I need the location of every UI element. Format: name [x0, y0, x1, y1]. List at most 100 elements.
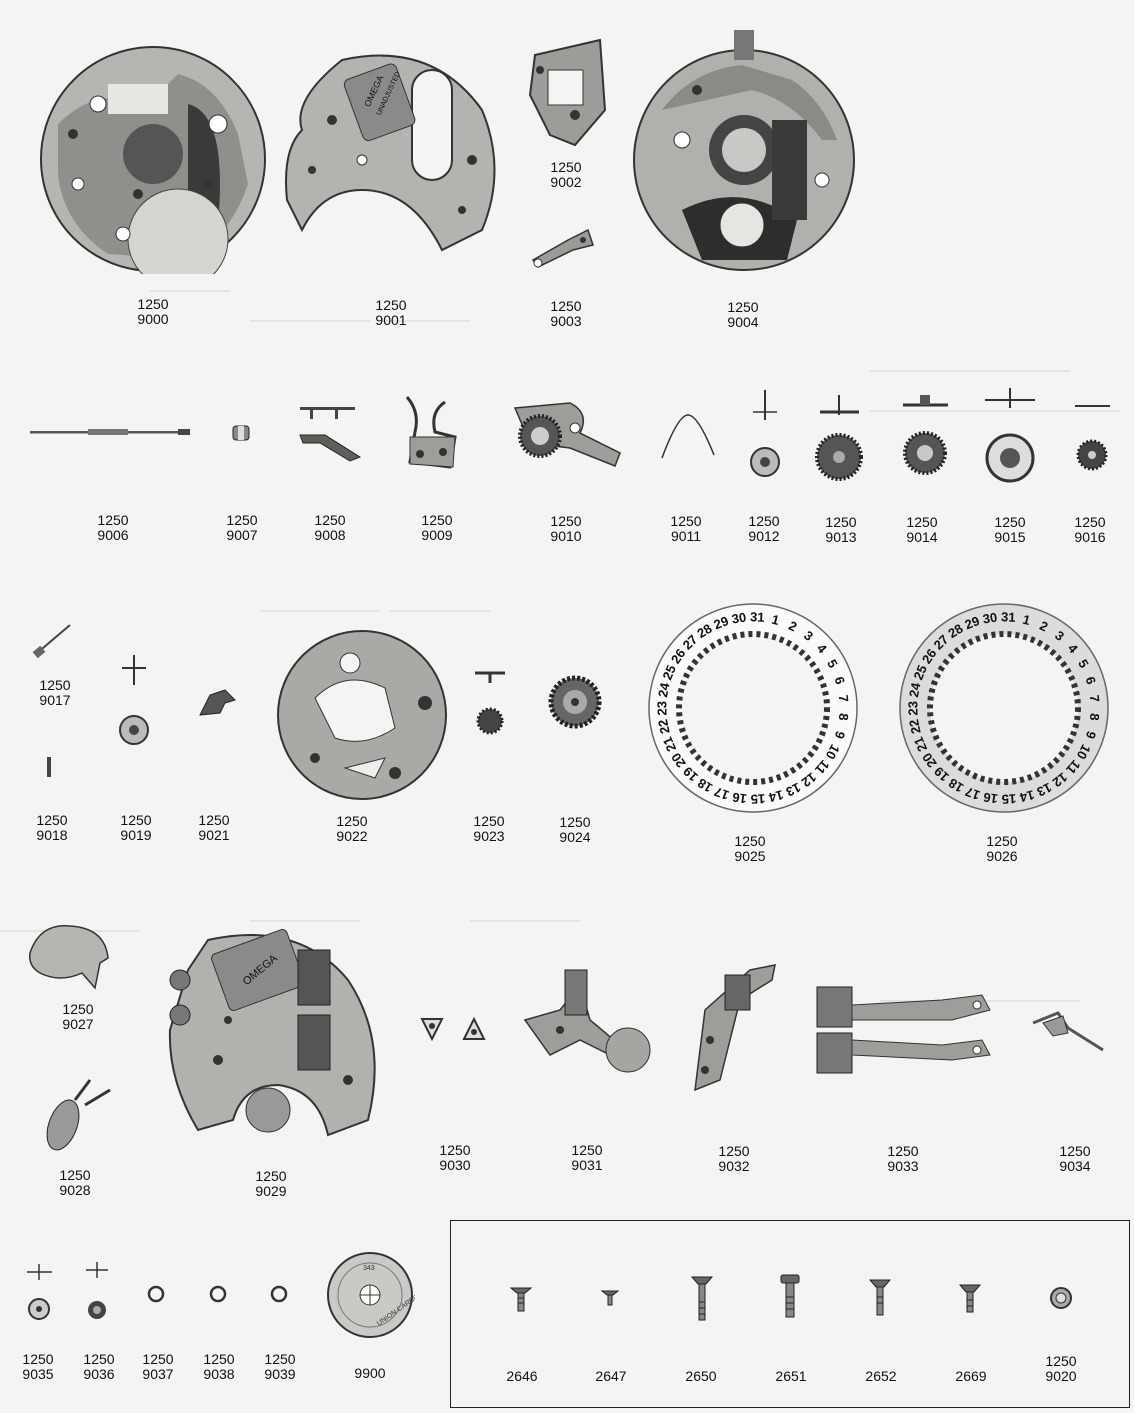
part-ref: 1250 — [375, 297, 407, 313]
part-code: 9000 — [137, 311, 169, 327]
part-code: 9026 — [986, 848, 1018, 864]
date-ring-number: 17 — [963, 784, 982, 803]
part-label-9028: 1250 9028 — [40, 1168, 110, 1198]
date-ring-number: 1 — [770, 612, 781, 628]
lever-wheel-9010-image — [513, 402, 621, 467]
part-label-9001: 1250 9001 — [356, 298, 426, 328]
ring-9037-image — [147, 1285, 165, 1303]
part-label-9025: 1250 9025 — [715, 834, 785, 864]
part-ref: 1250 — [994, 514, 1026, 530]
movement-9004-image — [633, 30, 855, 271]
part-label-9036: 1250 9036 — [64, 1352, 134, 1382]
part-label-9015: 1250 9015 — [975, 515, 1045, 545]
date-ring-number: 17 — [712, 784, 731, 803]
part-code: 9900 — [354, 1365, 386, 1381]
part-label-9003: 1250 9003 — [531, 299, 601, 329]
levers-9033-image — [816, 986, 991, 1074]
part-label-9004: 1250 9004 — [708, 300, 778, 330]
wheel-9019-image — [119, 655, 149, 745]
part-label-9027: 1250 9027 — [43, 1002, 113, 1032]
date-ring-number: 30 — [982, 610, 999, 627]
rotor-9027-image — [28, 925, 109, 990]
part-code: 9023 — [473, 828, 505, 844]
part-ref: 1250 — [439, 1142, 471, 1158]
part-ref: 1250 — [727, 299, 759, 315]
date-ring-number: 10 — [823, 742, 843, 762]
part-ref: 1250 — [748, 513, 780, 529]
part-ref: 1250 — [906, 514, 938, 530]
part-code: 9002 — [550, 174, 582, 190]
part-code: 9011 — [670, 528, 702, 544]
date-ring-number: 21 — [660, 735, 680, 754]
wheel-9015-image — [985, 388, 1035, 483]
part-code: 9037 — [142, 1366, 174, 1382]
part-code: 9021 — [198, 827, 230, 843]
part-label-9029: 1250 9029 — [236, 1169, 306, 1199]
date-ring-number: 23 — [905, 701, 920, 716]
part-label-9016: 1250 9016 — [1055, 515, 1125, 545]
part-ref: 1250 — [255, 1168, 287, 1184]
bridge-9032-image — [694, 964, 776, 1092]
part-code: 2646 — [506, 1368, 538, 1384]
date-ring-number: 15 — [750, 791, 765, 807]
part-code: 9006 — [97, 527, 129, 543]
part-code: 9013 — [825, 529, 857, 545]
part-label-9026: 1250 9026 — [967, 834, 1037, 864]
part-ref: 1250 — [120, 812, 152, 828]
part-code: 9025 — [734, 848, 766, 864]
part-code: 9012 — [748, 528, 780, 544]
part-code: 9014 — [906, 529, 938, 545]
part-label-9002: 1250 9002 — [531, 160, 601, 190]
part-code: 9035 — [22, 1366, 54, 1382]
date-ring-number: 28 — [694, 621, 714, 641]
bridge-9002-image — [528, 38, 607, 147]
part-ref: 1250 — [670, 513, 702, 529]
gear-9023-image — [475, 671, 505, 735]
part-ref: 1250 — [36, 812, 68, 828]
part-code: 9036 — [83, 1366, 115, 1382]
part-code: 9010 — [550, 528, 582, 544]
gear-9016-image — [1075, 405, 1110, 471]
part-code: 9034 — [1059, 1158, 1091, 1174]
part-label-9030: 1250 9030 — [420, 1143, 490, 1173]
part-label-9009: 1250 9009 — [402, 513, 472, 543]
part-code: 9028 — [59, 1182, 91, 1198]
date-ring-number: 8 — [836, 713, 852, 722]
part-ref: 1250 — [22, 1351, 54, 1367]
part-label-2647: 2647 — [576, 1369, 646, 1384]
date-ring-number: 26 — [668, 646, 689, 666]
part-ref: 1250 — [97, 512, 129, 528]
screws-panel — [450, 1220, 1130, 1408]
date-ring-number: 20 — [919, 750, 940, 770]
date-ring-number: 29 — [963, 613, 982, 632]
part-label-9011: 1250 9011 — [651, 514, 721, 544]
screw-2647-image — [600, 1290, 620, 1306]
part-label-9037: 1250 9037 — [123, 1352, 193, 1382]
part-code: 9015 — [994, 529, 1026, 545]
part-code: 9001 — [375, 312, 407, 328]
part-code: 9004 — [727, 314, 759, 330]
part-ref: 1250 — [198, 812, 230, 828]
part-code: 2650 — [685, 1368, 717, 1384]
part-code: 9032 — [718, 1158, 750, 1174]
part-ref: 1250 — [986, 833, 1018, 849]
part-label-2669: 2669 — [936, 1369, 1006, 1384]
part-label-9900: 9900 — [335, 1366, 405, 1381]
part-ref: 1250 — [137, 296, 169, 312]
spring-9011-image — [661, 414, 715, 459]
part-label-9039: 1250 9039 — [245, 1352, 315, 1382]
part-ref: 1250 — [1059, 1143, 1091, 1159]
part-label-9024: 1250 9024 — [540, 815, 610, 845]
date-ring-number: 14 — [767, 787, 786, 805]
gear-9014-image — [903, 395, 948, 475]
date-ring-number: 8 — [1087, 713, 1103, 722]
part-ref: 1250 — [825, 514, 857, 530]
part-label-2646: 2646 — [487, 1369, 557, 1384]
plate-9022-image — [277, 630, 447, 800]
date-ring-number: 24 — [655, 681, 673, 699]
spring-9034-image — [1032, 1011, 1104, 1052]
ring-9038-image — [209, 1285, 227, 1303]
part-code: 9024 — [559, 829, 591, 845]
